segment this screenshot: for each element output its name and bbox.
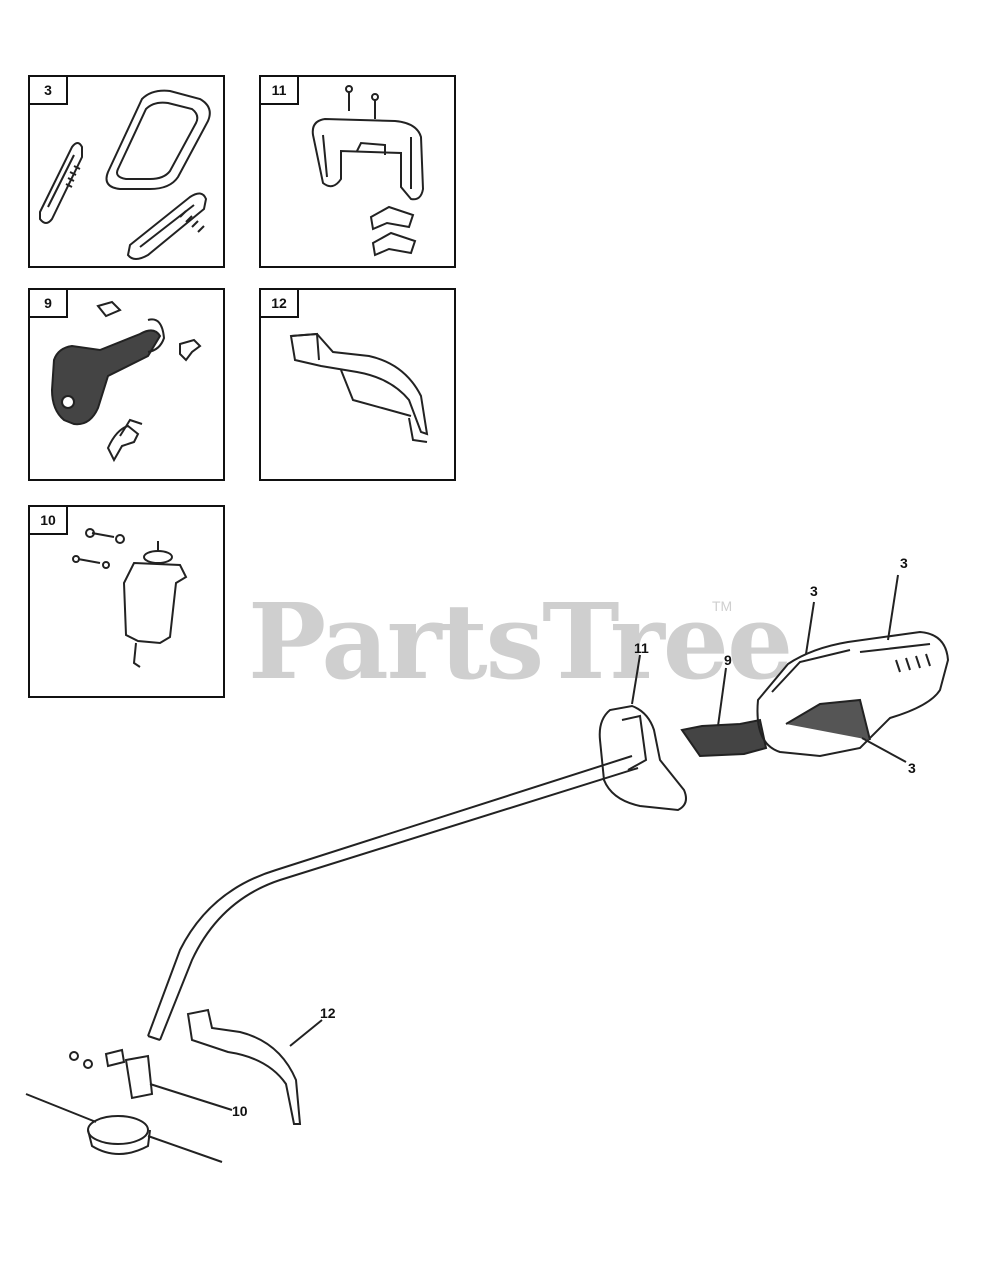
callout-housing-top-right: 3 (900, 555, 908, 571)
housing-covers-illustration (39, 89, 211, 260)
detail-box-10-tag: 10 (30, 507, 68, 535)
callout-drive-assembly: 10 (232, 1103, 248, 1119)
callout-handle-grip: 9 (724, 652, 732, 668)
detail-box-3: 3 (28, 75, 225, 268)
detail-box-9-tag: 9 (30, 290, 68, 318)
loop-handle-illustration (311, 85, 425, 257)
detail-box-12-tag: 12 (261, 290, 299, 318)
detail-box-10: 10 (28, 505, 225, 698)
callout-housing-side: 3 (908, 760, 916, 776)
callout-loop-handle: 11 (634, 640, 649, 656)
drive-assembly-illustration (72, 528, 188, 668)
callout-guard: 12 (320, 1005, 336, 1021)
detail-box-3-tag: 3 (30, 77, 68, 105)
guard-illustration (289, 332, 429, 443)
parts-tree-watermark: PartsTree (248, 580, 793, 703)
callout-housing-top: 3 (810, 583, 818, 599)
detail-box-11-tag: 11 (261, 77, 299, 105)
detail-box-9: 9 (28, 288, 225, 481)
detail-box-11: 11 (259, 75, 456, 268)
detail-box-12: 12 (259, 288, 456, 481)
handle-grip-illustration (50, 300, 202, 463)
trademark-mark: TM (712, 598, 733, 614)
